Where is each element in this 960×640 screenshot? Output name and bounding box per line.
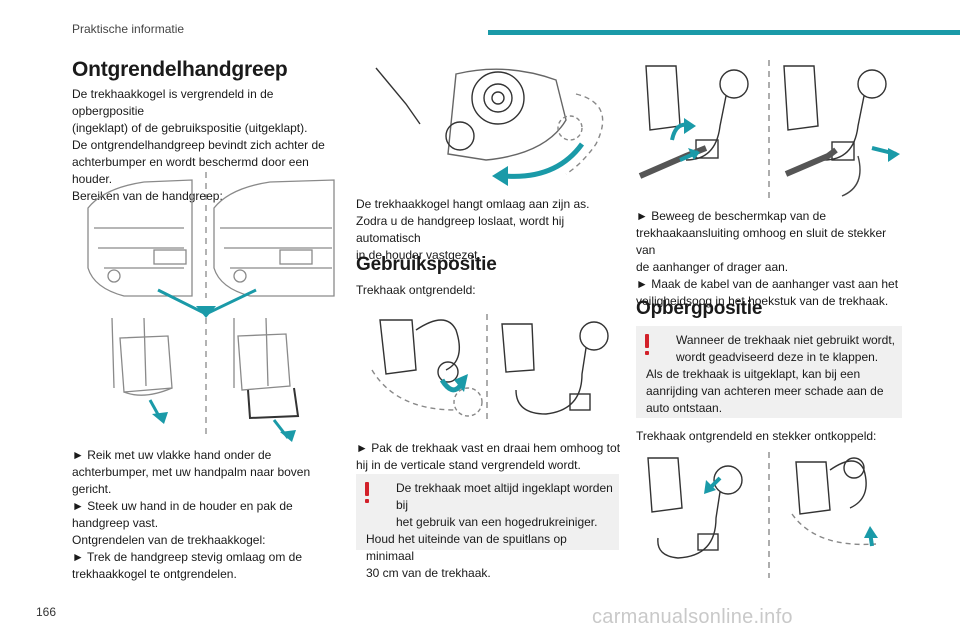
warning-lead: De trekhaak moet altijd ingeklapt worden…	[396, 481, 613, 512]
header-accent-bar	[488, 30, 960, 35]
text-line: in de houder vastgezet.	[356, 248, 481, 262]
text-line: De ontgrendelhandgreep bevindt zich acht…	[72, 138, 325, 152]
text-line: De trekhaakkogel is vergrendeld in de op…	[72, 87, 274, 118]
text-line: De trekhaakkogel hangt omlaag aan zijn a…	[356, 197, 590, 211]
step-line: ► Steek uw hand in de houder en pak de	[72, 499, 293, 513]
steps-col3: ► Beweeg de beschermkap van de trekhaaka…	[636, 208, 904, 310]
step-col2: ► Pak de trekhaak vast en draai hem omho…	[356, 440, 624, 474]
text-line: achterbumper en wordt beschermd door een…	[72, 155, 309, 186]
step-line: trekhaakkogel te ontgrendelen.	[72, 567, 237, 581]
warning-body: auto ontstaan.	[646, 401, 723, 415]
warning-lead: wordt geadviseerd deze in te klappen.	[676, 350, 879, 364]
page-number: 166	[36, 605, 57, 619]
warning-lead: Wanneer de trekhaak niet gebruikt wordt,	[676, 333, 896, 347]
text-line: Bereiken van de handgreep:	[72, 189, 223, 203]
warning-icon	[645, 334, 649, 355]
towball-rotate-up-illustration	[371, 314, 609, 424]
step-line: de aanhanger of drager aan.	[636, 260, 789, 274]
warning-body: Als de trekhaak is uitgeklapt, kan bij e…	[646, 367, 861, 381]
intro-text: De trekhaakkogel is vergrendeld in de op…	[72, 86, 342, 205]
step-line: gericht.	[72, 482, 112, 496]
step-line: ► Maak de kabel van de aanhanger vast aa…	[636, 277, 899, 291]
step-line: ► Trek de handgreep stevig omlaag om de	[72, 550, 303, 564]
warning-body: Houd het uiteinde van de spuitlans op mi…	[366, 532, 567, 563]
step-line: ► Beweeg de beschermkap van de	[636, 209, 826, 223]
section-title-gebruikspositie: Gebruikspositie	[356, 254, 497, 275]
step-line: handgreep vast.	[72, 516, 159, 530]
steps-col1: ► Reik met uw vlakke hand onder de achte…	[72, 447, 344, 583]
section-title-opbergpositie: Opbergpositie	[636, 298, 763, 319]
subtitle: Trekhaak ontgrendeld en stekker ontkoppe…	[636, 429, 877, 443]
step-line: achterbumper, met uw handpalm naar boven	[72, 465, 311, 479]
socket-connection-illustration	[638, 60, 900, 202]
step-line: ► Reik met uw vlakke hand onder de	[72, 448, 272, 462]
text-line: (ingeklapt) of de gebruikspositie (uitge…	[72, 121, 308, 135]
warning-body: aanrijding van achteren meer schade aan …	[646, 384, 884, 398]
running-header: Praktische informatie	[72, 22, 185, 36]
subtitle: Trekhaak ontgrendeld:	[356, 283, 476, 297]
step-line: ► Pak de trekhaak vast en draai hem omho…	[356, 441, 621, 455]
subtitle-col3: Trekhaak ontgrendeld en stekker ontkoppe…	[636, 428, 904, 445]
watermark: carmanualsonline.info	[592, 606, 793, 628]
warning-lead: het gebruik van een hogedrukreiniger.	[396, 515, 598, 529]
step-line: trekhaakaansluiting omhoog en sluit de s…	[636, 226, 887, 257]
caption-col2: De trekhaakkogel hangt omlaag aan zijn a…	[356, 196, 624, 264]
warning-body: 30 cm van de trekhaak.	[366, 566, 491, 580]
towball-fold-in-illustration	[647, 452, 878, 578]
bumper-handle-illustration	[87, 172, 335, 442]
section-title-ontgrendelhandgreep: Ontgrendelhandgreep	[72, 58, 288, 81]
section-opbergpositie: Opbergpositie	[636, 298, 904, 320]
towball-hanging-illustration	[375, 67, 604, 186]
step-line: hij in de verticale stand vergrendeld wo…	[356, 458, 581, 472]
section-gebruikspositie: Gebruikspositie Trekhaak ontgrendeld:	[356, 254, 624, 299]
step-line: veiligheidsoog in het hoekstuk van de tr…	[636, 294, 889, 308]
column-1: Ontgrendelhandgreep De trekhaakkogel is …	[72, 58, 342, 205]
warning-box-fold-in: Wanneer de trekhaak niet gebruikt wordt,…	[636, 326, 902, 418]
warning-box-pressure-washer: De trekhaak moet altijd ingeklapt worden…	[356, 474, 619, 580]
text-line: Zodra u de handgreep loslaat, wordt hij …	[356, 214, 565, 245]
warning-icon	[365, 482, 369, 503]
step-line: Ontgrendelen van de trekhaakkogel:	[72, 533, 266, 547]
